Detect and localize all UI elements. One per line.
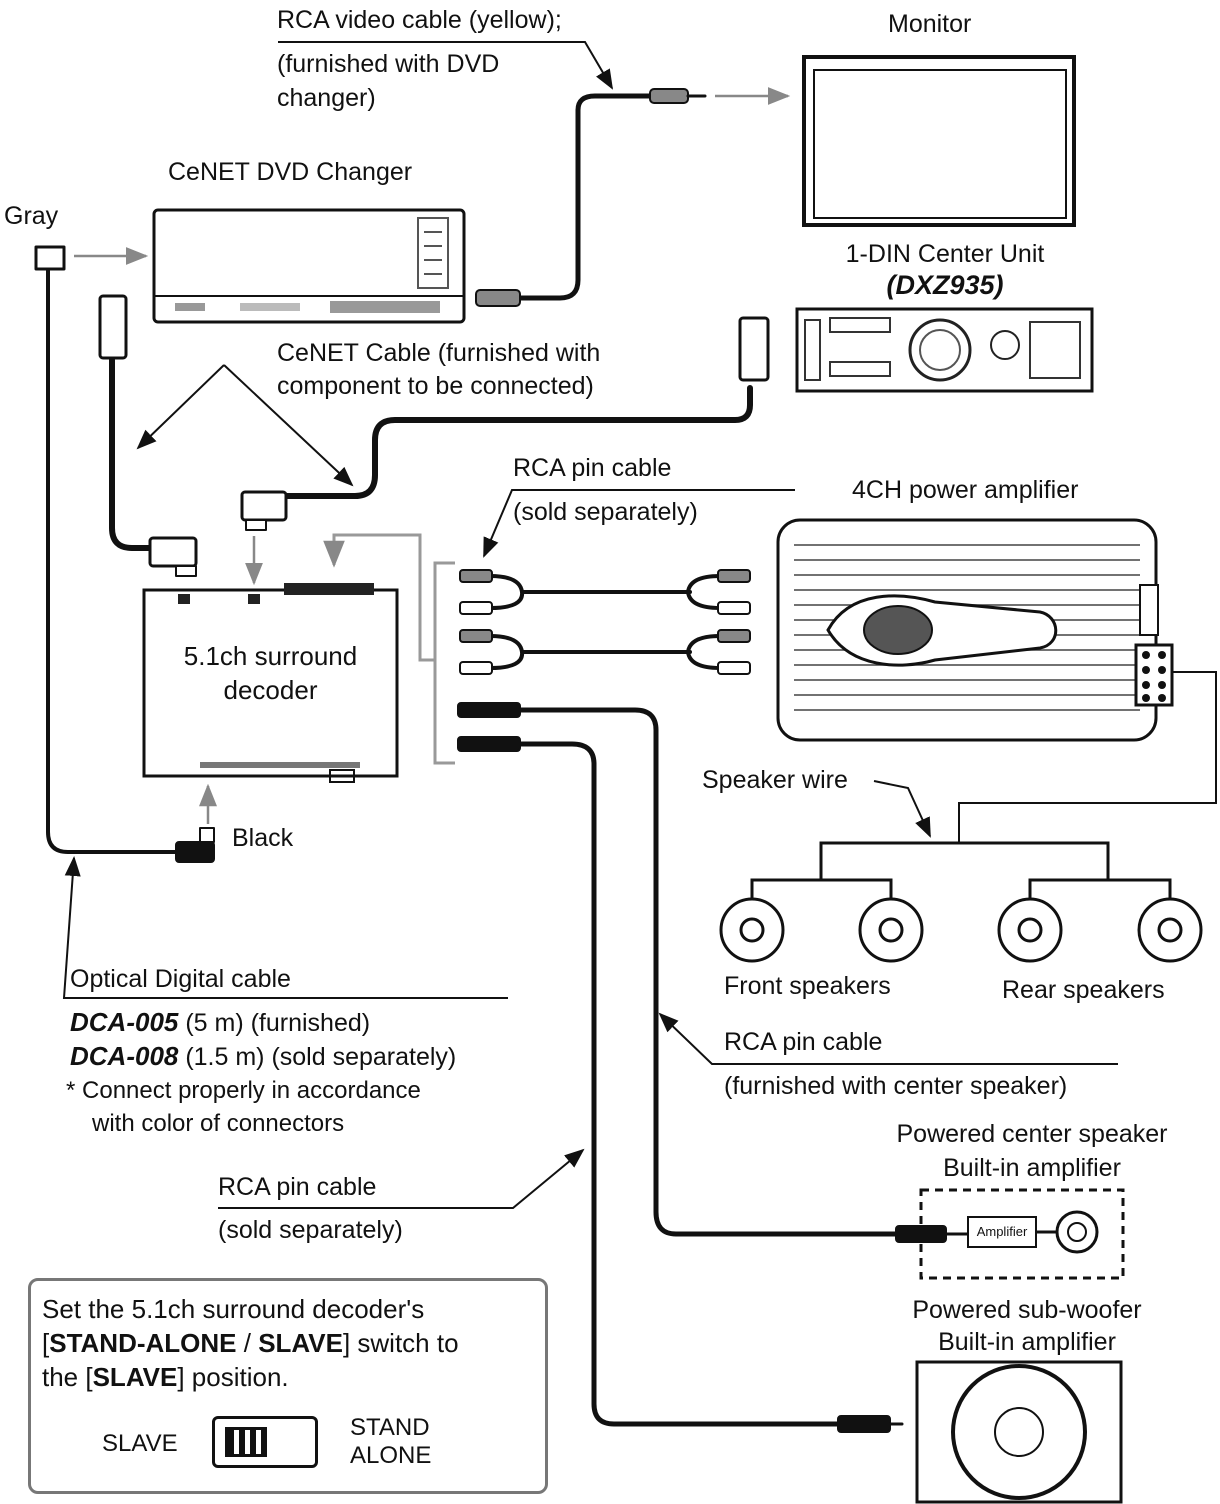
rca-pin-note-2: (furnished with center speaker) [724, 1072, 1068, 1100]
note-line-3-end: ] position. [177, 1362, 289, 1392]
front-speakers-graphic [719, 897, 924, 963]
connect-note-2: with color of connectors [92, 1110, 345, 1137]
gray-connector-label: Gray [4, 202, 59, 230]
optical-cable-label: Optical Digital cable [70, 965, 291, 993]
dca005-model: DCA-005 [70, 1007, 179, 1037]
cenet-cable-label-2: component to be connected) [277, 372, 594, 400]
rca-pin-note-1: (sold separately) [513, 498, 698, 526]
note-slash: / [236, 1328, 259, 1358]
switch-knob [225, 1427, 267, 1457]
dvd-changer-label: CeNET DVD Changer [168, 158, 413, 186]
black-connector-label: Black [232, 824, 294, 852]
decoder-graphic [142, 583, 399, 783]
center-speaker-label-1: Powered center speaker [896, 1120, 1168, 1148]
switch-alone-label: ALONE [350, 1442, 432, 1469]
flow-arrows [74, 87, 791, 824]
note-slave: SLAVE [258, 1328, 343, 1358]
connect-note-1: * Connect properly in accordance [66, 1077, 421, 1104]
note-line-2-end: ] switch to [342, 1328, 459, 1358]
note-slave-2: SLAVE [92, 1362, 178, 1392]
subwoofer-label-1: Powered sub-woofer [912, 1296, 1142, 1324]
rca-pin-label-2: RCA pin cable [724, 1028, 883, 1056]
power-amp-label: 4CH power amplifier [852, 476, 1079, 504]
front-speakers-label: Front speakers [724, 972, 891, 1000]
dca008-model: DCA-008 [70, 1041, 179, 1071]
cables [34, 88, 969, 1433]
monitor-label: Monitor [888, 10, 972, 38]
switch-slave-label: SLAVE [102, 1430, 178, 1457]
dca008-details: (1.5 m) (sold separately) [185, 1043, 457, 1071]
rear-speakers-label: Rear speakers [1002, 976, 1165, 1004]
center-speaker-amplifier: Amplifier [967, 1216, 1037, 1248]
rca-video-label: RCA video cable (yellow); [277, 6, 562, 34]
dca005-details: (5 m) (furnished) [185, 1009, 371, 1037]
slave-switch-note-box [28, 1278, 548, 1494]
stand-alone-slave-switch [212, 1416, 318, 1468]
rca-pin-label-3: RCA pin cable [218, 1173, 377, 1201]
dvd-changer-graphic [152, 208, 466, 324]
power-amp-graphic [776, 518, 1174, 742]
rca-video-note-2: changer) [277, 84, 376, 112]
note-standalone: STAND-ALONE [49, 1328, 237, 1358]
center-speaker-label-2: Built-in amplifier [943, 1154, 1121, 1182]
speaker-wire-lines [750, 671, 1217, 900]
note-line-3-start: the [ [42, 1362, 93, 1392]
decoder-label-2: decoder [223, 675, 318, 705]
speaker-wire-label: Speaker wire [702, 766, 848, 794]
center-unit-label: 1-DIN Center Unit [845, 240, 1045, 268]
cenet-cable-label-1: CeNET Cable (furnished with [277, 339, 601, 367]
subwoofer-graphic [915, 1360, 1123, 1504]
switch-stand-label: STAND [350, 1414, 430, 1441]
rca-video-note-1: (furnished with DVD [277, 50, 500, 78]
center-unit-graphic [795, 307, 1094, 393]
note-bracket: [ [42, 1328, 50, 1358]
rca-pin-note-3: (sold separately) [218, 1216, 403, 1244]
slave-switch-note-text: Set the 5.1ch surround decoder's [STAND-… [42, 1292, 542, 1394]
rca-bracket [323, 533, 455, 765]
dca008-line: DCA-008 (1.5 m) (sold separately) [70, 1040, 456, 1074]
dca005-line: DCA-005 (5 m) (furnished) [70, 1006, 370, 1040]
rca-pin-label-1: RCA pin cable [513, 454, 672, 482]
decoder-label-1: 5.1ch surround [183, 641, 358, 671]
note-line-1: Set the 5.1ch surround decoder's [42, 1294, 425, 1324]
center-unit-model: (DXZ935) [886, 270, 1004, 300]
monitor-graphic [802, 55, 1076, 227]
rear-speakers-graphic [997, 897, 1203, 963]
callout-leaders [62, 41, 1118, 1209]
subwoofer-label-2: Built-in amplifier [938, 1328, 1116, 1356]
